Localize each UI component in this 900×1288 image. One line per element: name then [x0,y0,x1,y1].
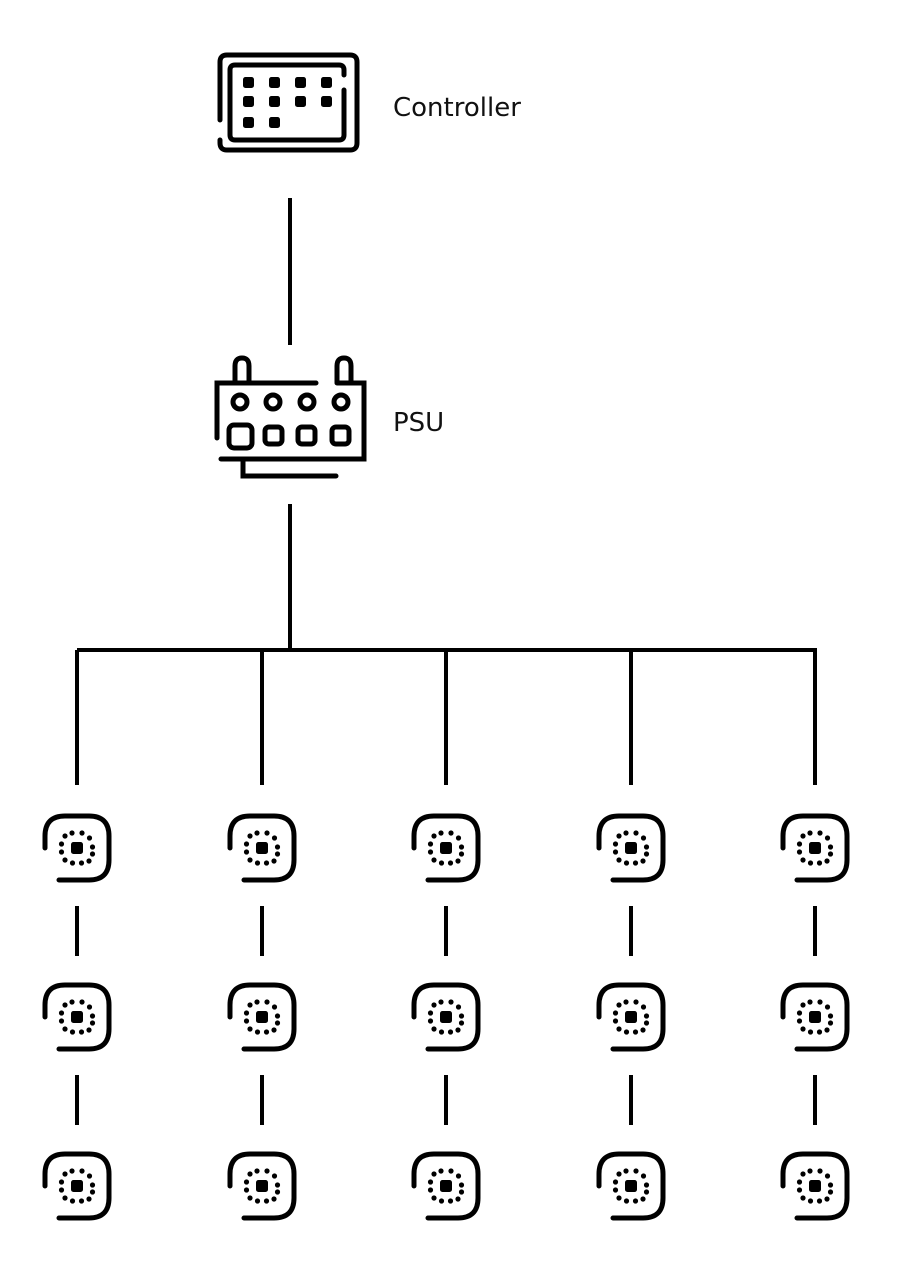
led-module-icon [230,816,294,880]
controller-label: Controller [393,93,521,123]
led-module-icon [414,985,478,1049]
led-module-icon [414,816,478,880]
led-chains [45,650,847,1218]
led-module-icon [45,816,109,880]
psu-label: PSU [393,408,444,438]
led-module-icon [599,985,663,1049]
led-chain-4 [599,650,663,1218]
led-chain-3 [414,650,478,1218]
led-module-icon [45,1154,109,1218]
led-module-icon [45,985,109,1049]
controller-icon [217,52,360,153]
led-module-icon [783,1154,847,1218]
psu-icon [214,355,367,479]
led-chain-2 [230,650,294,1218]
led-module-icon [230,1154,294,1218]
led-module-icon [783,985,847,1049]
led-module-icon [599,816,663,880]
led-module-icon [230,985,294,1049]
led-module-icon [599,1154,663,1218]
led-module-icon [414,1154,478,1218]
led-chain-5 [783,650,847,1218]
led-module-icon [783,816,847,880]
led-chain-1 [45,650,109,1218]
